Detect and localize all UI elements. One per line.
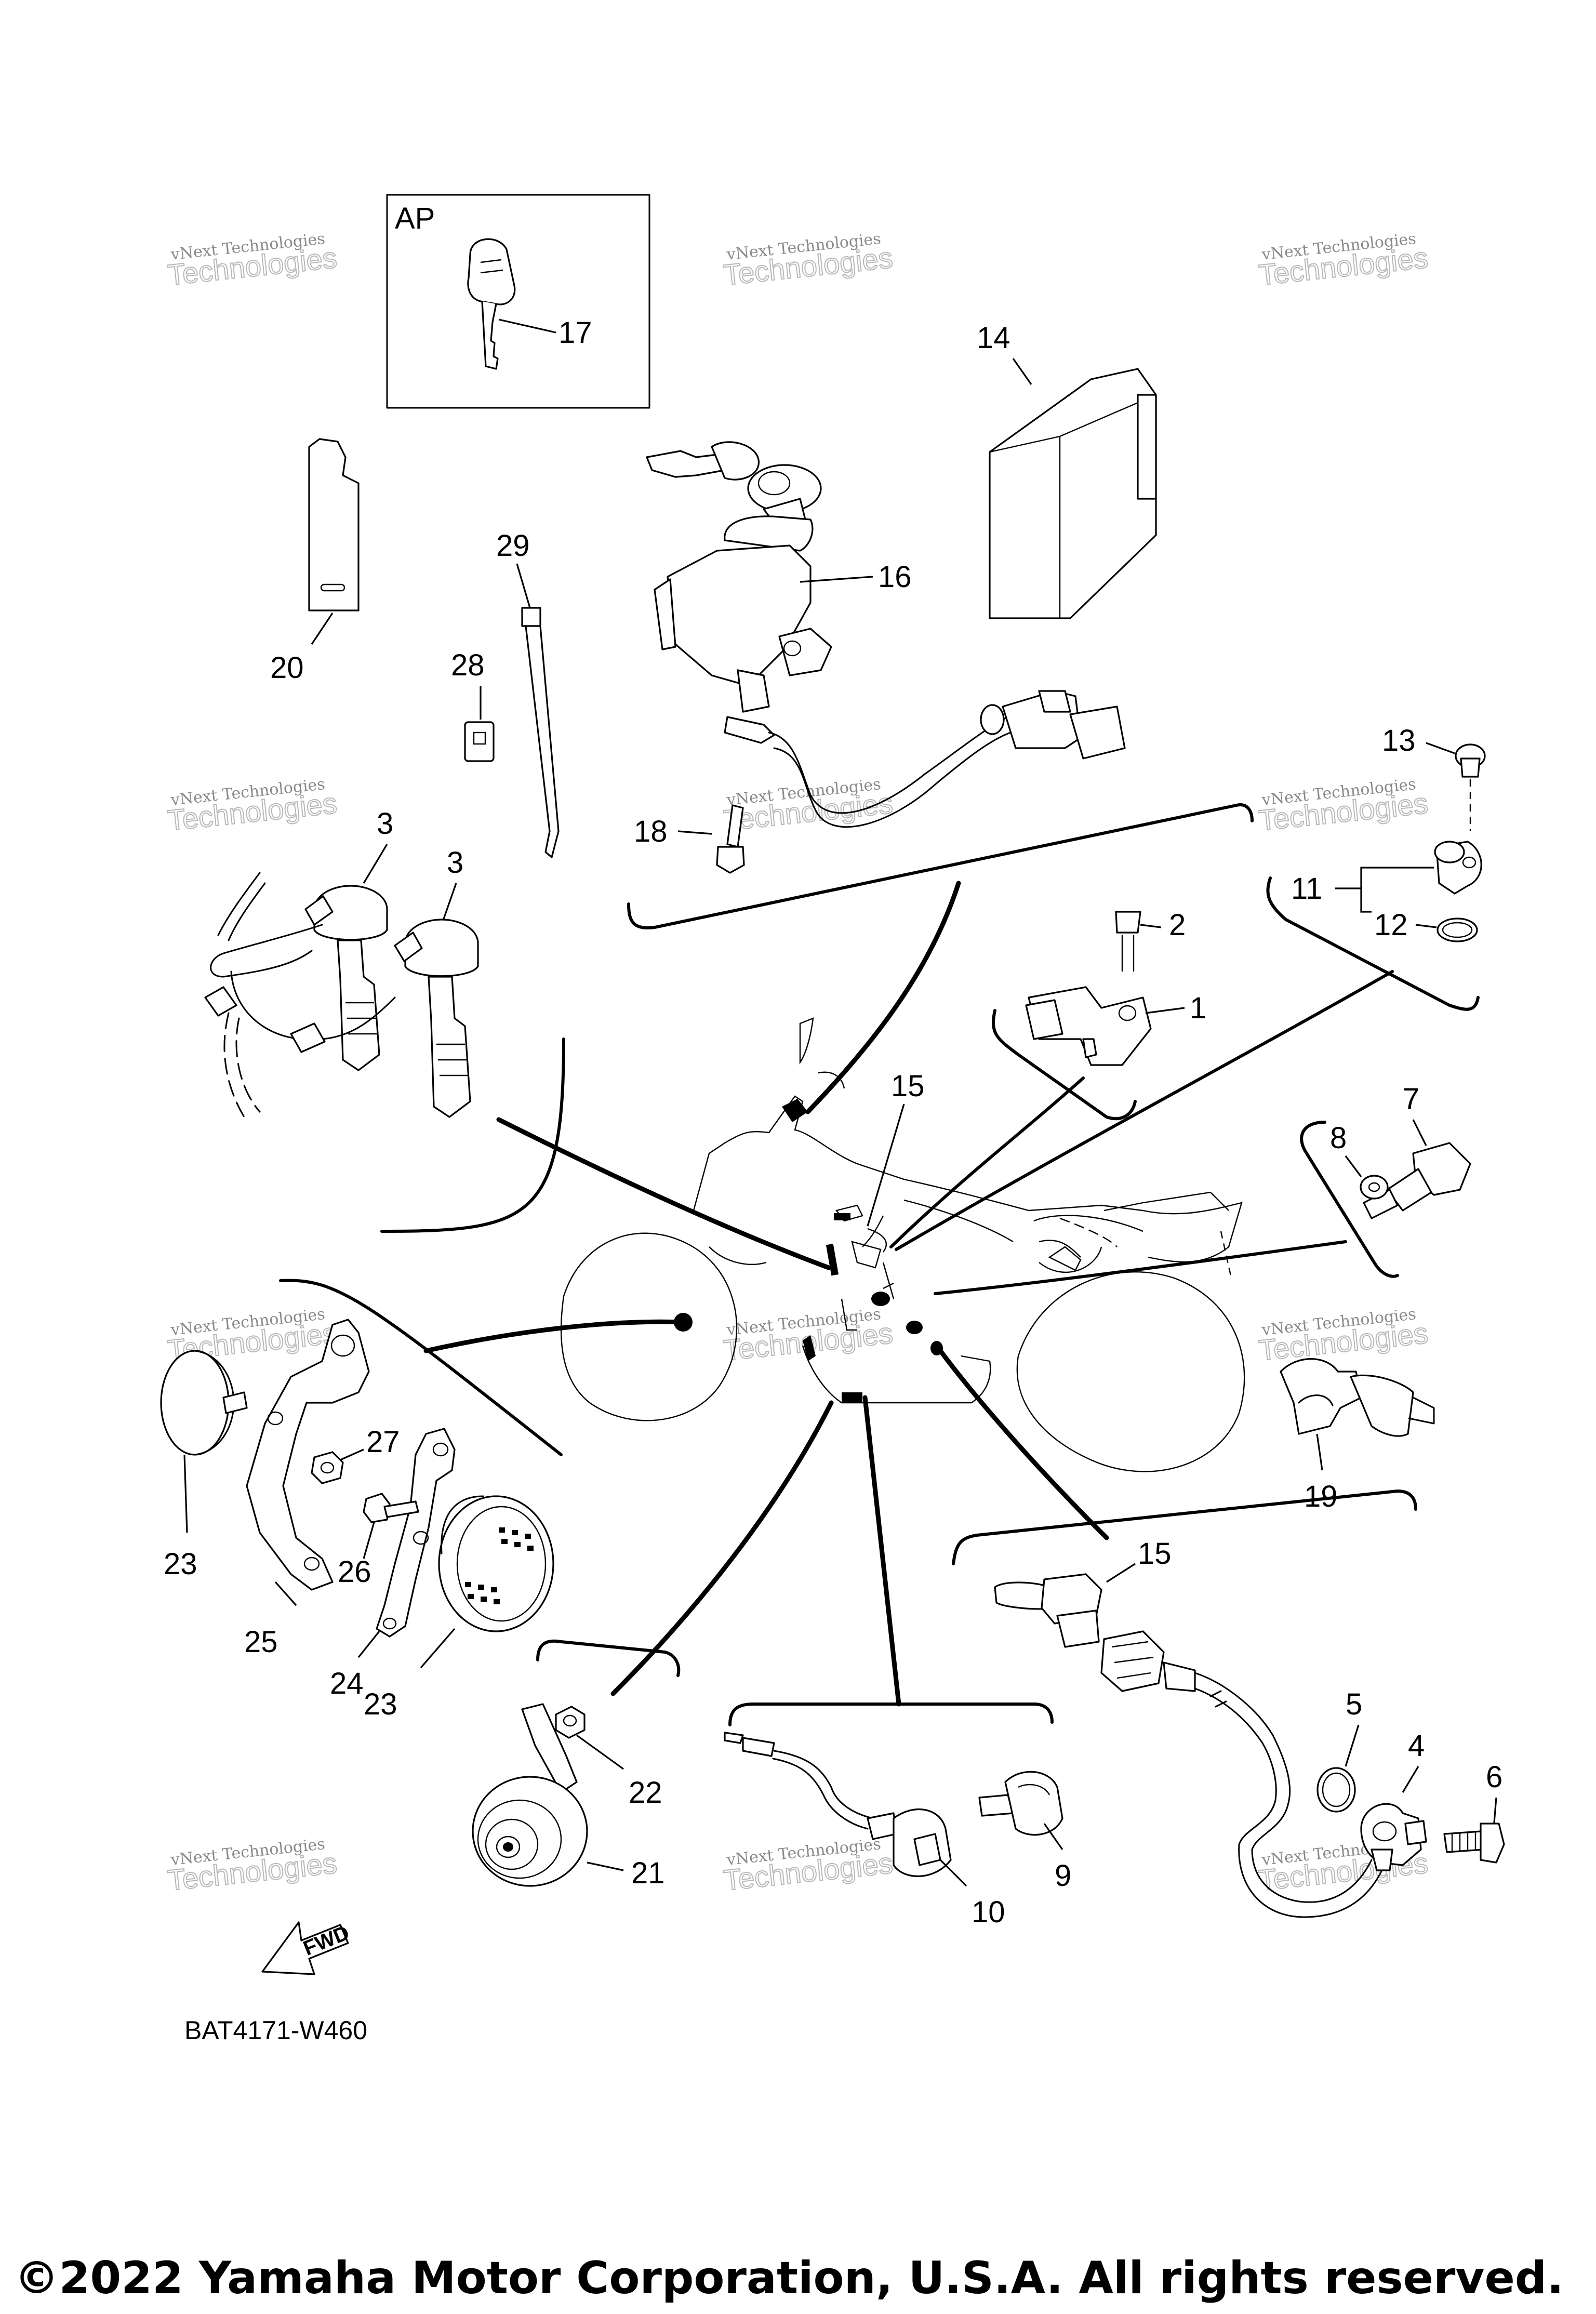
horn-21: 21 <box>472 1703 665 1890</box>
nut-22: 22 <box>555 1706 662 1810</box>
bracket-sensor-1 <box>992 1009 1137 1121</box>
switch-9: 9 <box>978 1771 1071 1893</box>
reflector-23-left: 23 <box>160 1350 248 1581</box>
ap-box-frame <box>386 194 650 409</box>
bracket-lower-center <box>728 1703 1054 1726</box>
callout-17: 17 <box>558 316 592 350</box>
stay-24: 24 <box>330 1428 456 1700</box>
watermark: vNext Technologies Technologies <box>1257 775 1430 837</box>
bolt-27: 27 <box>311 1425 400 1484</box>
fwd-label: FWD <box>300 1921 353 1960</box>
callout-12: 12 <box>1374 908 1408 942</box>
callout-3a: 3 <box>377 807 393 841</box>
bolt-18: 18 <box>634 804 745 874</box>
callout-25: 25 <box>244 1625 278 1659</box>
watermark: vNext Technologies Technologies <box>166 775 339 837</box>
leader-lines <box>423 881 1394 1707</box>
bracket-coils <box>380 1038 565 1233</box>
bracket-upper <box>627 803 1254 929</box>
watermark: vNext Technologies Technologies <box>722 1835 895 1897</box>
cable-tie-29: 29 <box>496 529 560 858</box>
callout-9: 9 <box>1055 1859 1071 1893</box>
sensor-11: 13 11 12 <box>1266 724 1486 1011</box>
callout-26: 26 <box>338 1555 371 1589</box>
watermark: vNext Technologies Technologies <box>722 230 895 292</box>
callout-10: 10 <box>972 1895 1005 1929</box>
callout-11: 11 <box>1291 872 1322 906</box>
main-switch-16: 16 <box>646 441 1126 828</box>
callout-6: 6 <box>1486 1760 1502 1794</box>
sensor-4: 4 5 6 <box>1316 1687 1505 1871</box>
callout-22: 22 <box>629 1776 662 1810</box>
reflector-23-right: 23 <box>364 1495 554 1721</box>
callout-1: 1 <box>1190 991 1206 1025</box>
stay-25: 25 <box>244 1319 370 1659</box>
blank-key <box>467 238 516 370</box>
watermark: vNext Technologies Technologies <box>166 230 339 292</box>
callout-14: 14 <box>977 321 1010 355</box>
callout-18: 18 <box>634 815 668 848</box>
ecu-14: 14 <box>977 321 1157 619</box>
callout-15a: 15 <box>891 1069 925 1103</box>
bracket-horn <box>536 1639 681 1677</box>
watermark: vNext Technologies Technologies <box>166 1835 339 1897</box>
callout-7: 7 <box>1403 1082 1419 1116</box>
copyright-notice: ©2022 Yamaha Motor Corporation, U.S.A. A… <box>14 2252 1564 2304</box>
bracket-sensor-11 <box>1266 876 1480 1011</box>
bolt-26: 26 <box>338 1493 419 1589</box>
callout-2: 2 <box>1169 908 1186 942</box>
sensor-10: 10 <box>724 1732 1005 1929</box>
reflector-grid <box>465 1527 534 1604</box>
switch-7: 7 8 <box>1300 1082 1471 1278</box>
ap-label: AP <box>395 202 435 235</box>
callout-3b: 3 <box>447 846 463 880</box>
callout-24: 24 <box>330 1667 364 1700</box>
figure-code: BAT4171-W460 <box>184 2016 367 2045</box>
bracket-lower-right <box>952 1489 1417 1565</box>
callout-8: 8 <box>1330 1121 1347 1155</box>
callout-20: 20 <box>270 651 304 685</box>
callout-23b: 23 <box>364 1687 397 1721</box>
coil-right <box>394 919 479 1118</box>
watermark: vNext Technologies Technologies <box>1257 230 1430 292</box>
leader-17 <box>498 318 556 334</box>
ignition-coils-3: 3 3 <box>204 807 565 1233</box>
callout-16: 16 <box>878 560 912 594</box>
callout-23a: 23 <box>164 1547 197 1581</box>
bracket-switch-7 <box>1300 1121 1399 1278</box>
callout-29: 29 <box>496 529 530 563</box>
fwd-arrow: FWD <box>261 1921 353 1975</box>
bracket-horn-stays <box>279 1279 563 1456</box>
coil-left <box>304 885 388 1071</box>
callout-5: 5 <box>1346 1687 1362 1721</box>
clip-28: 28 <box>451 648 495 762</box>
watermark: vNext Technologies Technologies <box>1257 1305 1430 1367</box>
connector-15-lower: 15 <box>994 1537 1383 1918</box>
plate-20: 20 <box>270 438 360 685</box>
callout-27: 27 <box>366 1425 400 1459</box>
callout-21: 21 <box>631 1856 665 1890</box>
callout-4: 4 <box>1408 1729 1425 1763</box>
callout-15b: 15 <box>1138 1537 1172 1571</box>
ap-kit-box: AP 17 <box>386 194 650 409</box>
sensor-1: 2 1 <box>992 908 1206 1121</box>
callout-28: 28 <box>451 648 485 682</box>
relay-15-top: 15 <box>835 1069 925 1253</box>
watermark: vNext Technologies Technologies <box>722 775 895 837</box>
callout-13: 13 <box>1382 724 1416 757</box>
harness-markers <box>674 1099 943 1403</box>
clamp-19: 19 <box>1280 1358 1435 1513</box>
